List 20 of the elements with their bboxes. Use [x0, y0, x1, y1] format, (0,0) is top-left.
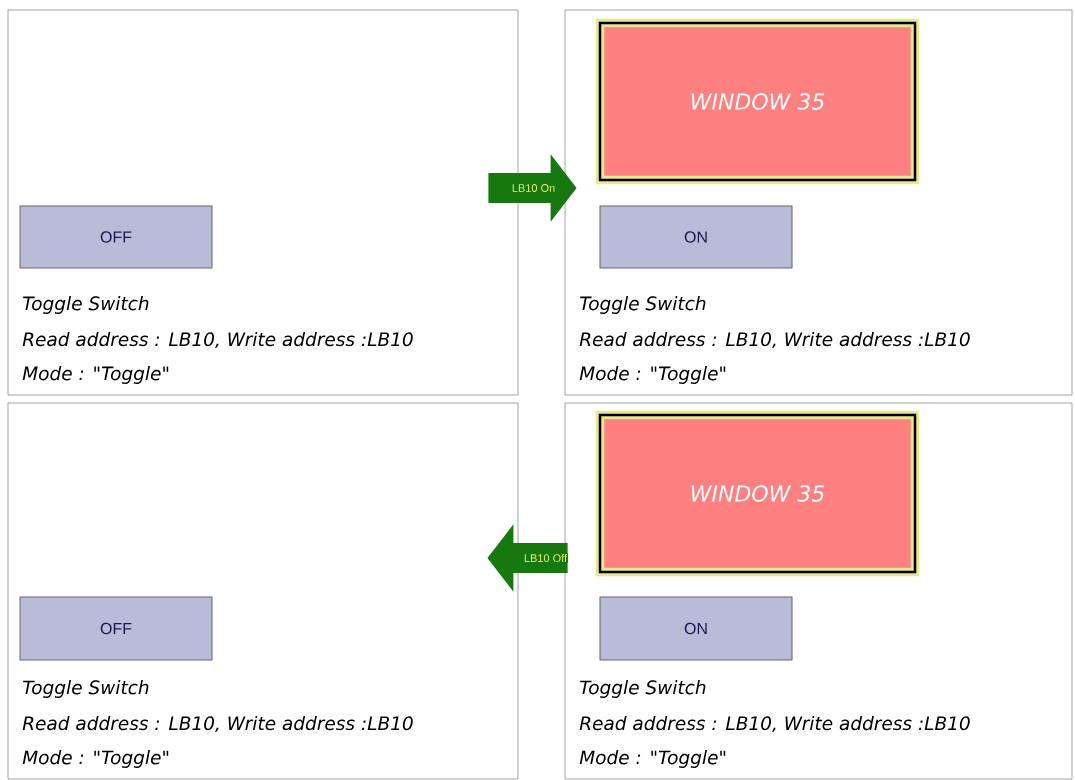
caption-text: Read address : LB10, Write address :LB10: [579, 715, 970, 733]
caption-text: Mode : "Toggle": [22, 750, 169, 768]
caption-text: Toggle Switch: [580, 296, 706, 314]
window-box: WINDOW 35: [595, 410, 920, 577]
window-box: WINDOW 35: [595, 18, 920, 185]
caption-text: Mode : "Toggle": [579, 750, 726, 768]
toggle-button: OFF: [19, 205, 213, 269]
toggle-button: ON: [599, 205, 793, 269]
caption-text: Toggle Switch: [580, 680, 706, 698]
caption-text: Read address : LB10, Write address :LB10: [22, 715, 413, 733]
edge-label: LB10 Off: [522, 552, 569, 564]
caption-text: Toggle Switch: [23, 296, 149, 314]
caption-text: Mode : "Toggle": [579, 366, 726, 384]
caption-text: Toggle Switch: [23, 680, 149, 698]
toggle-button: OFF: [19, 596, 213, 661]
caption-text: Read address : LB10, Write address :LB10: [22, 331, 413, 349]
edge-label: LB10 On: [510, 183, 557, 193]
caption-text: Mode : "Toggle": [22, 366, 169, 384]
caption-text: Read address : LB10, Write address :LB10: [579, 331, 970, 349]
toggle-button: ON: [599, 596, 793, 661]
